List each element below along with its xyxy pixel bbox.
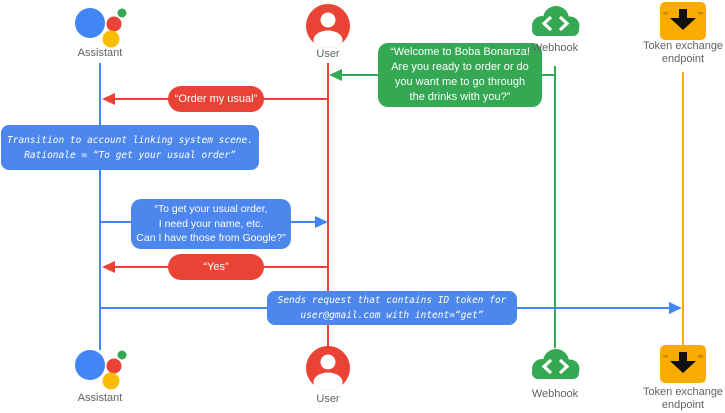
token-endpoint-icon-bottom xyxy=(660,345,706,383)
welcome-message-line2: Are you ready to order or do xyxy=(391,61,529,73)
name-request-line1: “To get your usual order, xyxy=(154,203,268,216)
token-endpoint-label-top: Token exchange endpoint xyxy=(638,40,725,65)
yes-arrowhead xyxy=(102,261,115,273)
user-icon xyxy=(306,4,350,48)
webhook-label-top: Webhook xyxy=(531,42,579,54)
transition-note-line2: Rationale = “To get your usual order” xyxy=(24,149,236,161)
assistant-lifeline xyxy=(99,63,101,350)
assistant-icon-bottom xyxy=(75,350,127,390)
webhook-lifeline xyxy=(554,66,556,348)
welcome-message-line1: “Welcome to Boba Bonanza! xyxy=(390,46,530,58)
token-request-bubble: Sends request that contains ID token for… xyxy=(267,291,517,325)
user-icon-bottom xyxy=(306,346,350,390)
order-usual-text: “Order my usual” xyxy=(174,92,258,105)
welcome-arrowhead xyxy=(329,69,342,81)
welcome-message-line3: you want me to go through xyxy=(394,76,526,88)
yes-text: “Yes” xyxy=(203,260,229,273)
token-request-line1: Sends request that contains ID token for xyxy=(277,295,507,306)
token-endpoint-label-bottom-line1: Token exchange xyxy=(642,386,724,398)
assistant-label-top: Assistant xyxy=(77,47,123,59)
transition-note-bubble: Transition to account linking system sce… xyxy=(1,125,259,170)
assistant-label-bottom: Assistant xyxy=(77,392,123,404)
token-request-line2: user@gmail.com with intent=“get” xyxy=(300,310,484,321)
token-endpoint-icon xyxy=(660,2,706,40)
webhook-label-bottom: Webhook xyxy=(531,388,579,400)
welcome-message-line4: the drinks with you?” xyxy=(409,91,511,103)
token-endpoint-label-top-line1: Token exchange xyxy=(642,40,724,52)
name-request-bubble: “To get your usual order, I need your na… xyxy=(131,199,291,249)
assistant-icon xyxy=(75,8,127,48)
user-label-bottom: User xyxy=(316,393,340,405)
order-usual-bubble: “Order my usual” xyxy=(168,86,264,112)
user-lifeline xyxy=(327,63,329,348)
token-endpoint-label-bottom: Token exchange endpoint xyxy=(638,386,725,411)
user-label-top: User xyxy=(316,48,340,60)
token-request-arrowhead xyxy=(669,302,682,314)
name-request-line3: Can I have those from Google?” xyxy=(136,232,286,245)
token-endpoint-lifeline xyxy=(682,72,684,346)
yes-bubble: “Yes” xyxy=(168,254,264,280)
webhook-cloud-icon-bottom xyxy=(532,349,580,379)
welcome-message-bubble: “Welcome to Boba Bonanza! Are you ready … xyxy=(378,43,542,107)
name-request-line2: I need your name, etc. xyxy=(158,217,264,230)
transition-note-line1: Transition to account linking system sce… xyxy=(7,134,253,146)
webhook-cloud-icon xyxy=(532,6,580,36)
order-usual-arrowhead xyxy=(102,93,115,105)
token-endpoint-label-bottom-line2: endpoint xyxy=(661,398,705,411)
name-request-arrowhead xyxy=(315,216,328,228)
token-endpoint-label-top-line2: endpoint xyxy=(661,52,705,65)
